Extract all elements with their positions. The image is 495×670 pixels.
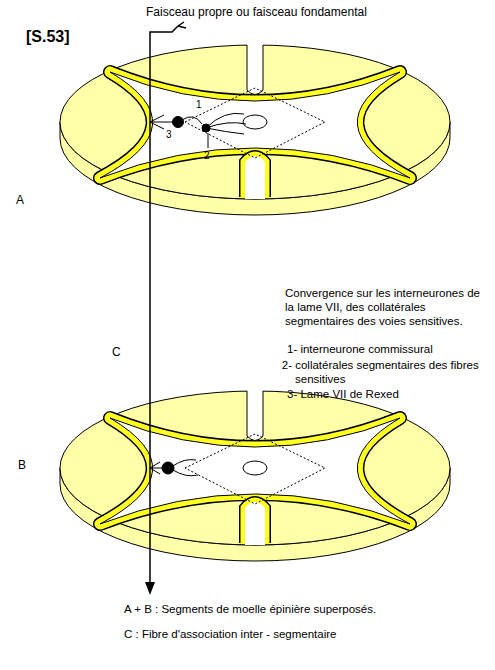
- spinal-segment: [60, 389, 450, 561]
- legend-item: 2- collatérales segmentaires des fibres …: [282, 359, 490, 387]
- caption-note: C : Fibre d'association inter - segmenta…: [124, 628, 336, 642]
- caption-note: A + B : Segments de moelle épinière supe…: [124, 603, 376, 617]
- legend-item: 1- interneurone commissural: [287, 343, 487, 357]
- association-fibre: [150, 22, 186, 583]
- arrow-head: [145, 582, 155, 595]
- interneuron-b: [150, 460, 198, 476]
- callout-number: 1: [196, 99, 202, 111]
- interneurons-a: [150, 113, 246, 148]
- figure-title: Faisceau propre ou faisceau fondamental: [146, 5, 367, 19]
- segment-letter: B: [18, 458, 26, 472]
- callout-number: 2: [204, 150, 210, 162]
- legend-item: 3- Lame VII de Rexed: [287, 388, 487, 402]
- segment-letter: A: [16, 193, 24, 207]
- description-note: Convergence sur les interneurones de la …: [285, 287, 490, 328]
- spinal-segment: [60, 43, 450, 215]
- figure-code: [S.53]: [26, 27, 70, 46]
- fibre-letter: C: [112, 345, 121, 359]
- callout-number: 3: [166, 129, 172, 141]
